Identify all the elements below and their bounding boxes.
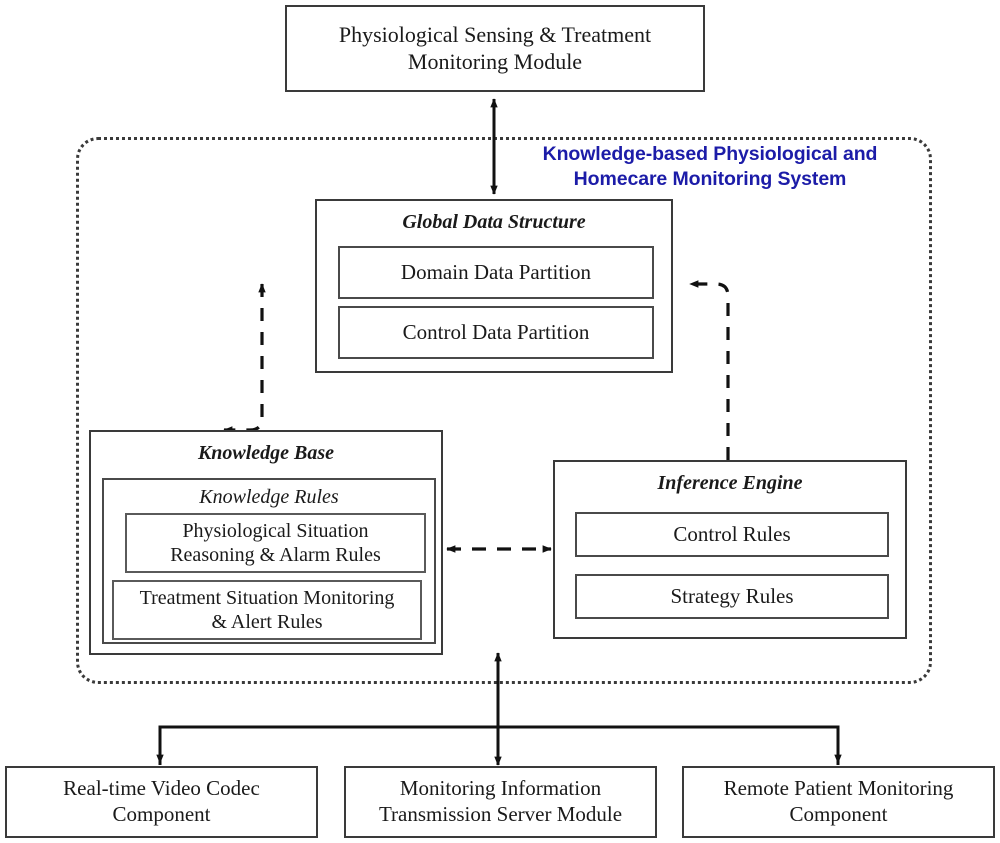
inference-engine[interactable]: Inference Engine Control Rules Strategy … (553, 460, 907, 639)
control-data-partition[interactable]: Control Data Partition (338, 306, 654, 359)
transmission-server-line2: Transmission Server Module (378, 802, 623, 826)
system-title: Knowledge-based Physiological and Homeca… (498, 142, 922, 193)
knowledge-base-header: Knowledge Base (197, 442, 335, 464)
domain-data-partition[interactable]: Domain Data Partition (338, 246, 654, 299)
physiological-rules-line2: Reasoning & Alarm Rules (170, 544, 381, 566)
sensing-module-line2: Monitoring Module (407, 48, 583, 74)
real-time-video-codec-component[interactable]: Real-time Video Codec Component (5, 766, 318, 838)
transmission-server-line1: Monitoring Information (399, 776, 602, 801)
system-title-line2: Homecare Monitoring System (573, 168, 847, 191)
strategy-rules[interactable]: Strategy Rules (575, 574, 889, 619)
remote-monitoring-line2: Component (789, 802, 888, 826)
monitoring-information-transmission-server-module[interactable]: Monitoring Information Transmission Serv… (344, 766, 657, 838)
domain-data-partition-label: Domain Data Partition (400, 259, 592, 284)
control-rules-label: Control Rules (673, 521, 791, 546)
knowledge-rules-group[interactable]: Knowledge Rules Physiological Situation … (102, 478, 436, 644)
sensing-module-line1: Physiological Sensing & Treatment (338, 21, 652, 47)
physiological-situation-rules[interactable]: Physiological Situation Reasoning & Alar… (125, 513, 426, 573)
global-data-structure[interactable]: Global Data Structure Domain Data Partit… (315, 199, 673, 373)
control-rules[interactable]: Control Rules (575, 512, 889, 557)
physiological-sensing-module[interactable]: Physiological Sensing & Treatment Monito… (285, 5, 705, 92)
system-boundary (76, 137, 932, 684)
video-codec-line1: Real-time Video Codec (63, 776, 260, 801)
remote-patient-monitoring-component[interactable]: Remote Patient Monitoring Component (682, 766, 995, 838)
knowledge-base[interactable]: Knowledge Base Knowledge Rules Physiolog… (89, 430, 443, 655)
treatment-rules-line1: Treatment Situation Monitoring (139, 586, 395, 609)
remote-monitoring-line1: Remote Patient Monitoring (723, 776, 954, 801)
wire-bottom-bus (156, 725, 842, 765)
global-data-structure-header: Global Data Structure (402, 211, 586, 233)
system-title-line1: Knowledge-based Physiological and (542, 143, 878, 165)
treatment-rules-line2: & Alert Rules (211, 611, 323, 633)
knowledge-rules-group-header: Knowledge Rules (199, 486, 339, 508)
strategy-rules-label: Strategy Rules (670, 583, 794, 608)
physiological-rules-line1: Physiological Situation (182, 519, 369, 542)
control-data-partition-label: Control Data Partition (402, 319, 590, 344)
video-codec-line2: Component (112, 802, 211, 826)
inference-engine-header: Inference Engine (657, 472, 803, 494)
treatment-situation-rules[interactable]: Treatment Situation Monitoring & Alert R… (112, 580, 422, 640)
